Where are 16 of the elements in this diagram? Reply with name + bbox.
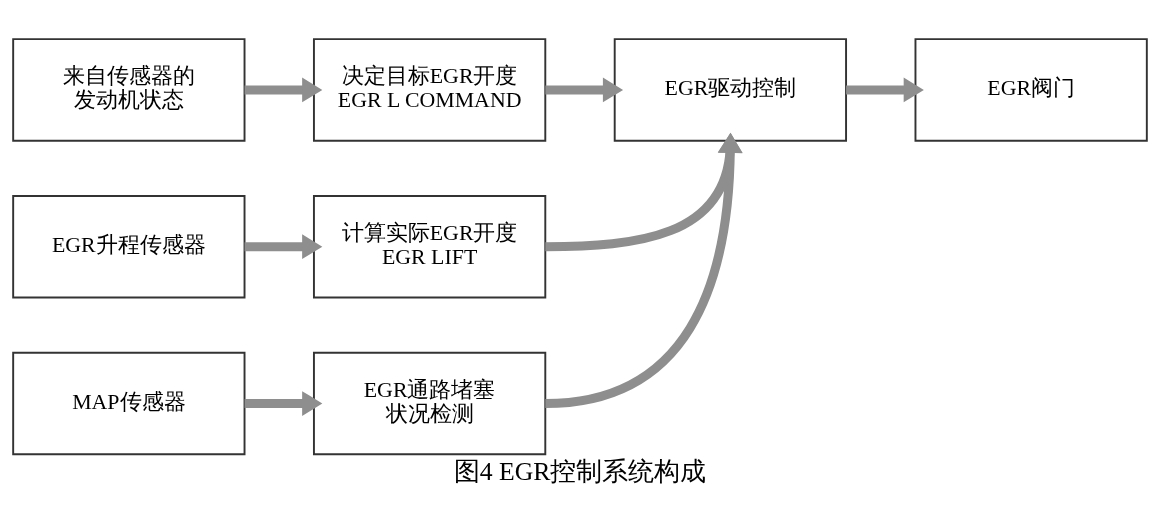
node-box: EGR驱动控制 (613, 38, 848, 142)
caption: 图4 EGR控制系统构成 (453, 457, 707, 487)
arrow (545, 77, 624, 103)
node-box: EGR通路堵塞状况检测 (312, 351, 547, 456)
arrow (244, 77, 323, 103)
arrow (244, 391, 323, 416)
arrow (544, 132, 743, 408)
arrow (545, 132, 743, 252)
node-box: EGR升程传感器 (12, 195, 246, 299)
node-box: 决定目标EGR开度 EGR L COMMAND (312, 38, 547, 142)
node-box: 来自传感器的发动机状态 (12, 38, 246, 142)
node-box: EGR阀门 (914, 38, 1148, 142)
node-box: 计算实际EGR开度 EGR LIFT (312, 195, 547, 299)
arrow (846, 77, 924, 103)
arrow (244, 234, 323, 260)
node-box: MAP传感器 (12, 351, 246, 456)
